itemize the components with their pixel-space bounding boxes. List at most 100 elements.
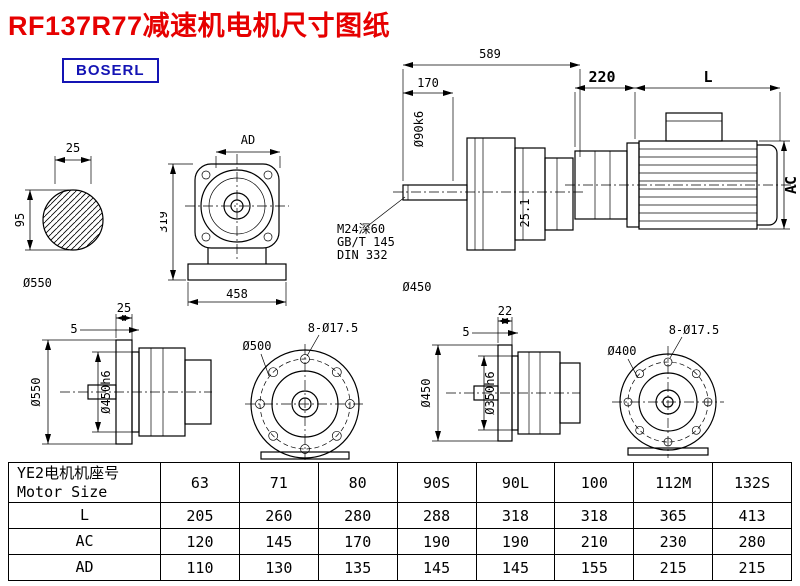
flange-face-view-a: 8-Ø17.5 Ø500 <box>243 321 365 460</box>
flange-thickness-25-dimension: 25 <box>115 301 133 348</box>
dim-220: 220 <box>588 68 615 86</box>
dim-L: L <box>703 68 712 86</box>
dim-value-cell: 170 <box>317 528 398 555</box>
flange-face-view-b: 8-Ø17.5 Ø400 <box>608 323 724 458</box>
output-a-outline <box>60 339 212 445</box>
label-bolt-circle-500: Ø500 <box>243 339 272 353</box>
spigot-depth-5-dimension: 5 <box>70 322 139 336</box>
ad-dimension: AD <box>215 133 281 168</box>
flange-dia-450b-dimension: Ø450 <box>419 344 498 442</box>
spigot-dia-350h6-dimension: Ø350h6 <box>478 355 512 431</box>
dim-value-cell: 120 <box>160 528 240 555</box>
dim-value-cell: 318 <box>475 502 556 529</box>
output-b-outline <box>446 344 581 442</box>
note-din332: DIN 332 <box>337 248 388 262</box>
spigot-dia-450h6-dimension: Ø450h6 <box>92 351 132 433</box>
reducer-side-view: 589 170 Ø90k6 M24深60 GB/T 145 <box>337 47 585 294</box>
reducer-outline <box>364 137 585 251</box>
frame-size-cell: 112M <box>633 462 714 503</box>
dim-25-1: 25.1 <box>518 199 532 228</box>
dim-value-cell: 280 <box>317 502 398 529</box>
table-row-AC: AC 120 145 170 190 190 210 230 280 <box>8 528 792 555</box>
gearbox-front-outline <box>185 154 289 281</box>
label-bolt-circle-400: Ø400 <box>608 344 637 358</box>
dim-170: 170 <box>417 76 439 90</box>
dim-value-cell: 230 <box>633 528 714 555</box>
flange-a-outline <box>245 344 365 460</box>
flange-b-outline <box>612 346 724 458</box>
dim-319: 319 <box>160 211 170 233</box>
dim-value-cell: 280 <box>712 528 792 555</box>
motor-size-label-en: Motor Size <box>17 482 108 501</box>
frame-size-cell: 63 <box>160 462 240 503</box>
dim-value-cell: 205 <box>160 502 240 529</box>
row-label: AC <box>8 528 161 555</box>
spigot-depth-5b-dimension: 5 <box>462 325 518 339</box>
gearbox-front-view: AD 319 <box>160 133 289 306</box>
motor-outline <box>565 112 798 230</box>
dim-value-cell: 413 <box>712 502 792 529</box>
dim-value-cell: 210 <box>554 528 635 555</box>
row-label: AD <box>8 554 161 581</box>
label-bolt-holes-a: 8-Ø17.5 <box>308 321 359 335</box>
tap-hole-note: M24深60 GB/T 145 DIN 332 <box>337 222 395 262</box>
dim-value-cell: 190 <box>475 528 556 555</box>
dim-ad: AD <box>241 133 255 147</box>
dim-5b: 5 <box>462 325 469 339</box>
length-170-dimension: 170 <box>403 76 454 181</box>
label-bolt-holes-b: 8-Ø17.5 <box>669 323 720 337</box>
table-header-row: YE2电机机座号 Motor Size 63 71 80 90S 90L 100… <box>8 462 792 503</box>
dim-shaft-dia-90k6: Ø90k6 <box>412 111 426 147</box>
dim-value-cell: 190 <box>396 528 477 555</box>
length-589-dimension: 589 <box>402 47 581 181</box>
output-side-view-b: 22 5 Ø450 <box>419 304 581 442</box>
dim-22: 22 <box>498 304 512 318</box>
frame-size-cell: 100 <box>554 462 635 503</box>
dim-458: 458 <box>226 287 248 301</box>
dim-dia-350h6: Ø350h6 <box>483 371 497 414</box>
flange-dia-550-dimension: Ø550 <box>29 339 116 445</box>
dim-dia-550: Ø550 <box>29 378 43 407</box>
dim-dia-450b: Ø450 <box>419 379 433 408</box>
dim-value-cell: 365 <box>633 502 714 529</box>
dim-shaft-width: 25 <box>66 141 80 155</box>
dim-value-cell: 145 <box>238 528 319 555</box>
note-tap-hole: M24深60 <box>337 222 385 236</box>
output-side-view-a: 25 5 Ø550 <box>29 301 212 445</box>
dim-shaft-flange-dia: Ø550 <box>23 276 52 290</box>
dim-value-cell: 288 <box>396 502 477 529</box>
motor-side-view: 220 L <box>565 68 800 230</box>
dim-value-cell: 260 <box>238 502 319 529</box>
brand-logo: BOSERL <box>62 58 159 83</box>
shaft-section-outline <box>42 189 104 251</box>
row-label: L <box>8 502 161 529</box>
dim-value-cell: 318 <box>554 502 635 529</box>
length-L-dimension: L <box>635 68 781 141</box>
dim-5: 5 <box>70 322 77 336</box>
shaft-height-dimension: 95 <box>15 189 69 251</box>
table-row-AD: AD 110 130 135 145 145 155 215 215 <box>8 554 792 581</box>
note-gbt145: GB/T 145 <box>337 235 395 249</box>
motor-dimension-table: YE2电机机座号 Motor Size 63 71 80 90S 90L 100… <box>8 462 792 581</box>
frame-size-cell: 90L <box>475 462 556 503</box>
dim-value-cell: 145 <box>475 554 556 581</box>
dim-25: 25 <box>117 301 131 315</box>
width-458-dimension: 458 <box>187 282 287 306</box>
dim-AC: AC <box>782 176 800 194</box>
dim-value-cell: 135 <box>317 554 398 581</box>
frame-size-cell: 80 <box>317 462 398 503</box>
dim-value-cell: 215 <box>633 554 714 581</box>
height-AC-dimension: AC <box>759 140 800 230</box>
dim-value-cell: 145 <box>396 554 477 581</box>
table-header-motor-size: YE2电机机座号 Motor Size <box>8 462 161 503</box>
dim-value-cell: 155 <box>554 554 635 581</box>
table-row-L: L 205 260 280 288 318 318 365 413 <box>8 502 792 529</box>
length-220-dimension: 220 <box>574 68 636 147</box>
frame-size-cell: 90S <box>396 462 477 503</box>
dim-value-cell: 215 <box>712 554 792 581</box>
dim-value-cell: 130 <box>238 554 319 581</box>
frame-size-cell: 132S <box>712 462 792 503</box>
height-319-dimension: 319 <box>160 163 193 281</box>
dim-dia-450h6: Ø450h6 <box>99 370 113 413</box>
